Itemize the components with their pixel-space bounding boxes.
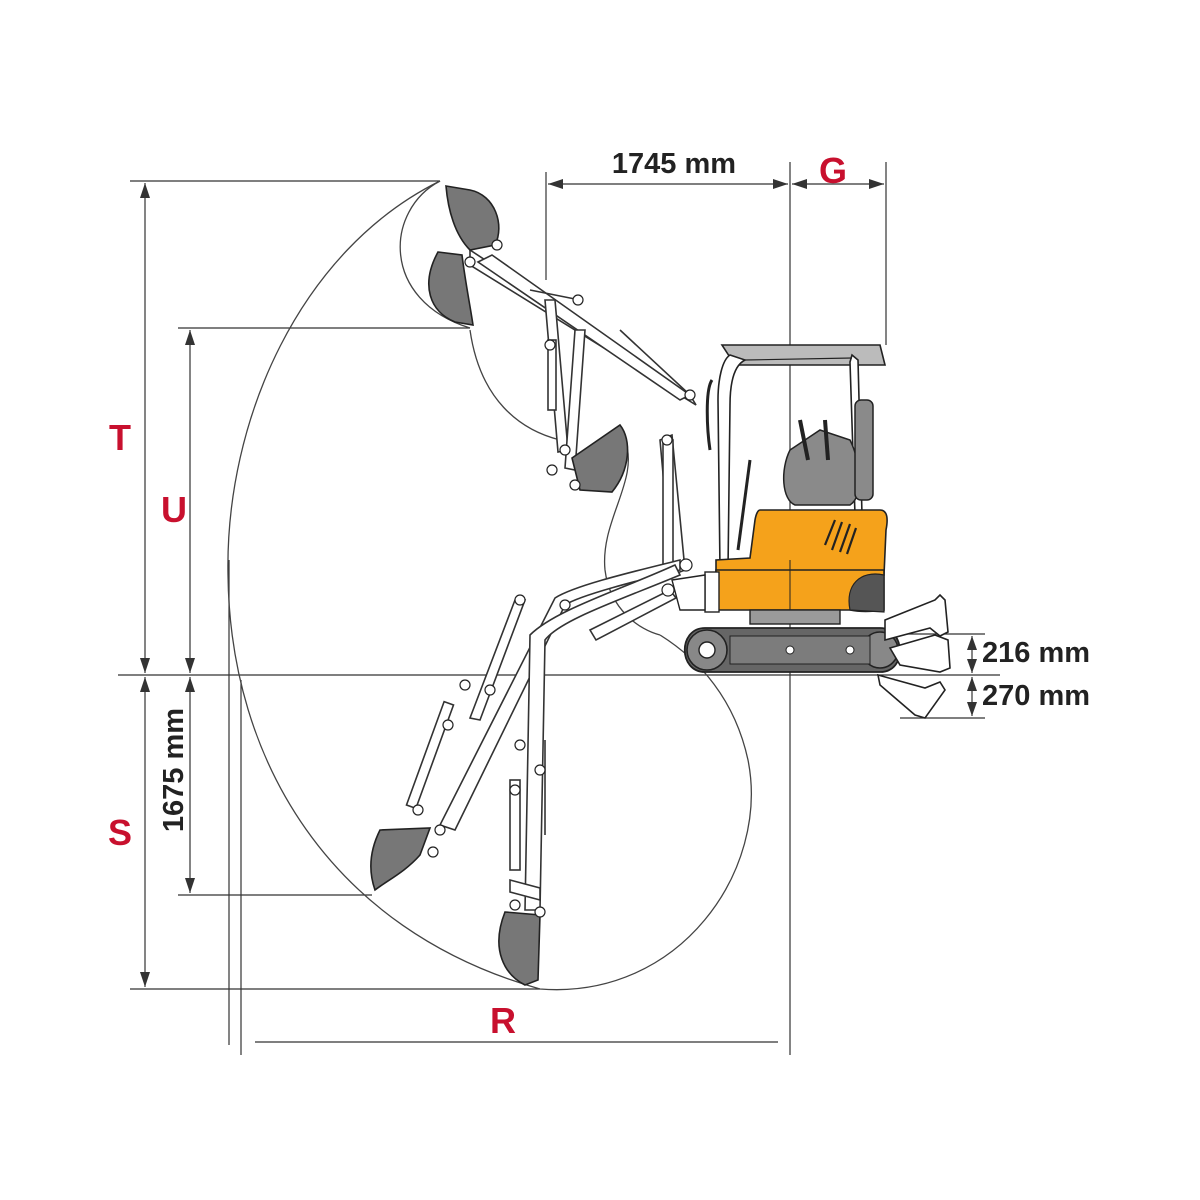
dimension-1745 [548, 179, 788, 189]
dimension-label-blade-up: 216 mm [982, 637, 1090, 669]
boom-arm-low [405, 558, 682, 911]
dimension-s [140, 677, 150, 987]
bucket-icon [498, 911, 541, 986]
reference-lines [118, 162, 1000, 1055]
bucket-icon [571, 423, 629, 493]
letter-label-g: G [819, 150, 847, 191]
dimension-label-top-width: 1745 mm [612, 148, 736, 180]
dimension-blade [900, 633, 985, 719]
reach-envelope [227, 180, 752, 991]
letter-label-s: S [108, 812, 132, 853]
dimension-u [185, 330, 195, 673]
bucket-icon [445, 185, 500, 251]
dimension-t [140, 183, 150, 673]
dimension-g [792, 179, 884, 189]
dimension-label-blade-down: 270 mm [982, 680, 1090, 712]
letter-label-t: T [109, 417, 131, 458]
letter-label-u: U [161, 489, 187, 530]
letter-label-r: R [490, 1000, 516, 1041]
mini-excavator-icon [671, 344, 901, 673]
dozer-blade-icon [876, 593, 951, 719]
pivot-pins [412, 239, 696, 918]
bucket-icon [370, 827, 432, 892]
dimension-label-side-depth: 1675 mm [158, 708, 190, 832]
bucket-icon [428, 251, 474, 326]
dimension-1675 [185, 677, 195, 893]
